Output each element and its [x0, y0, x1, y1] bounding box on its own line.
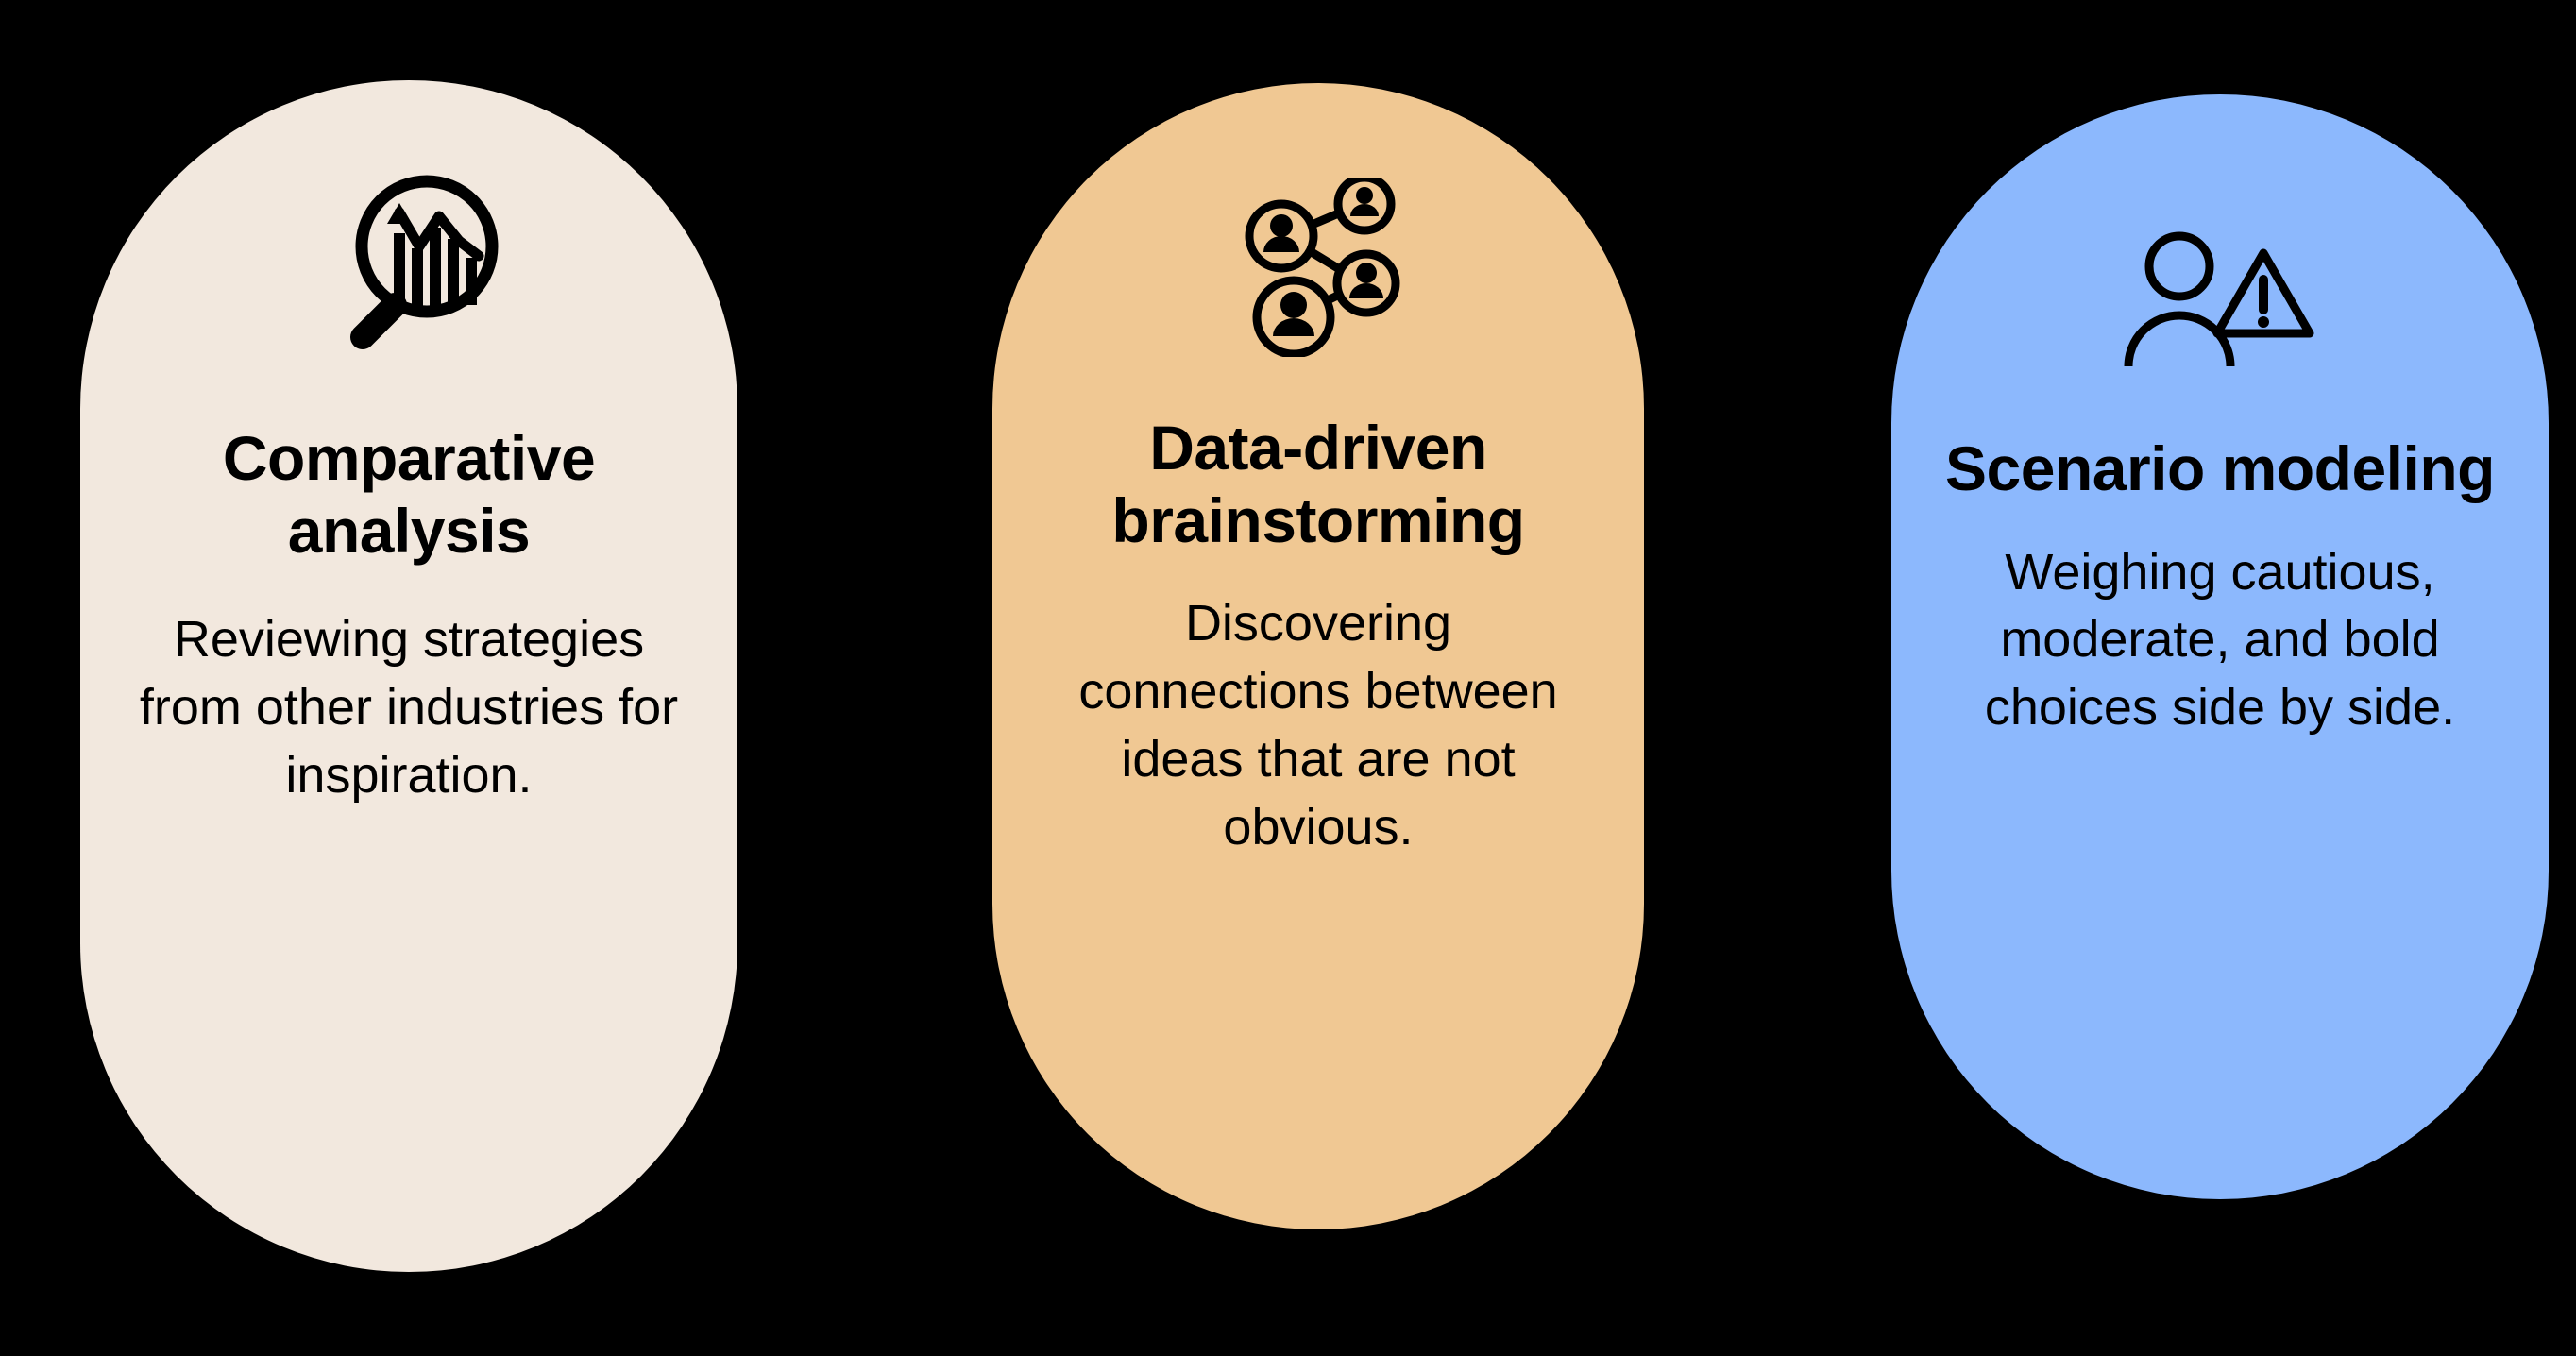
magnifier-chart-icon — [80, 80, 737, 364]
card-comparative-analysis[interactable]: Comparative analysis Reviewing strategie… — [80, 80, 737, 1272]
person-warning-icon — [1891, 94, 2549, 378]
card-body: Reviewing strategies from other industri… — [139, 611, 679, 804]
card-title: Comparative analysis — [222, 423, 596, 566]
card-title: Scenario modeling — [1945, 433, 2495, 503]
card-scenario-modeling[interactable]: Scenario modeling Weighing cautious, mod… — [1891, 94, 2549, 1199]
people-network-icon — [992, 83, 1644, 357]
card-body: Discovering connections between ideas th… — [1078, 595, 1558, 856]
card-body: Weighing cautious, moderate, and bold ch… — [1984, 543, 2456, 737]
card-data-driven-brainstorming[interactable]: Data-driven brainstorming Discovering co… — [992, 83, 1644, 1229]
card-title: Data-driven brainstorming — [1111, 413, 1525, 555]
